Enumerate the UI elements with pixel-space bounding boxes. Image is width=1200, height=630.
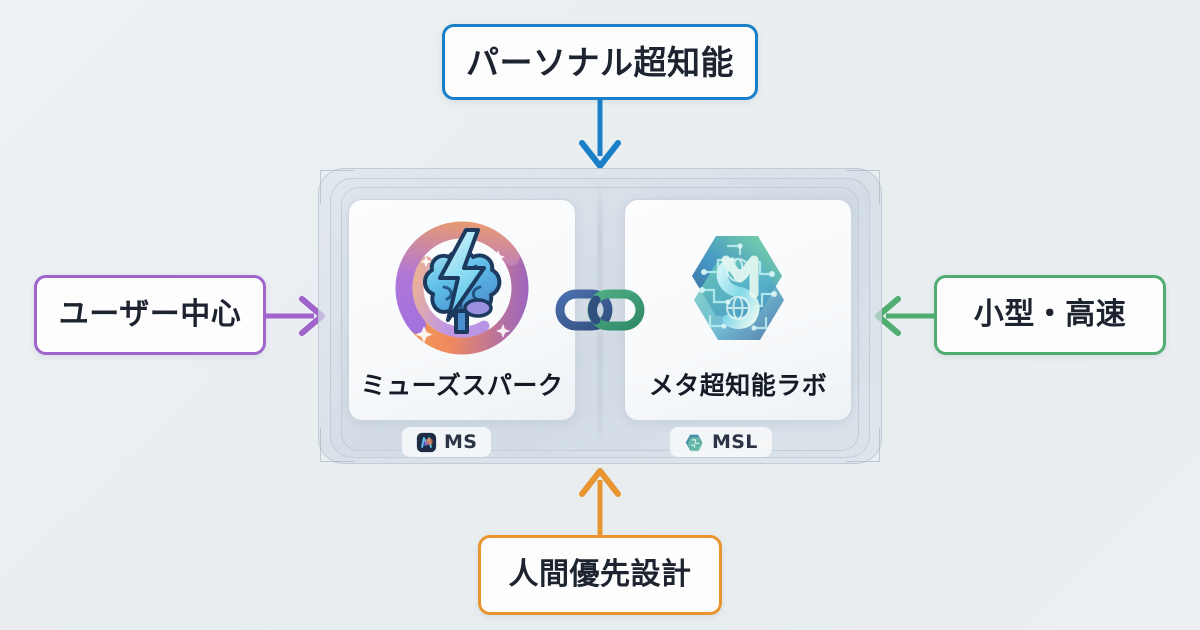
card-muse-spark-title: ミューズスパーク xyxy=(360,371,564,400)
callout-right-label: 小型・高速 xyxy=(973,297,1127,332)
card-muse-spark[interactable]: ミューズスパーク xyxy=(348,199,576,421)
central-device-frame: ミューズスパーク xyxy=(318,168,882,464)
frame-bevel-top-left xyxy=(320,170,354,204)
callout-left-label: ユーザー中心 xyxy=(58,297,242,332)
badge-ms: MS xyxy=(402,427,492,457)
badge-ms-label: MS xyxy=(444,431,478,453)
frame-bevel-bottom-left xyxy=(320,428,354,462)
badge-msl: MSL xyxy=(670,427,772,457)
callout-bottom-label: 人間優先設計 xyxy=(508,557,692,592)
frame-bevel-top-right xyxy=(846,170,880,204)
card-meta-superintelligence-labs[interactable]: メタ超知能ラボ xyxy=(624,199,852,421)
frame-bevel-bottom-right xyxy=(846,428,880,462)
callout-top: パーソナル超知能 xyxy=(442,24,758,100)
msl-hex-icon xyxy=(685,434,703,451)
badge-msl-label: MSL xyxy=(712,431,758,453)
ms-app-icon xyxy=(416,432,437,452)
chain-link-icon xyxy=(555,289,645,331)
arrow-top-down-icon xyxy=(579,98,621,169)
callout-bottom: 人間優先設計 xyxy=(478,535,722,615)
arrow-left-right-icon xyxy=(266,296,325,336)
arrow-right-left-icon xyxy=(875,296,934,336)
callout-right: 小型・高速 xyxy=(934,275,1166,355)
frame-center-seam xyxy=(597,182,603,450)
callout-top-label: パーソナル超知能 xyxy=(466,42,734,82)
card-msl-title: メタ超知能ラボ xyxy=(648,371,828,400)
brain-lightning-icon xyxy=(395,221,529,355)
callout-left: ユーザー中心 xyxy=(34,275,266,355)
arrow-bottom-up-icon xyxy=(579,468,621,538)
hexagon-circuit-icon xyxy=(692,236,784,340)
